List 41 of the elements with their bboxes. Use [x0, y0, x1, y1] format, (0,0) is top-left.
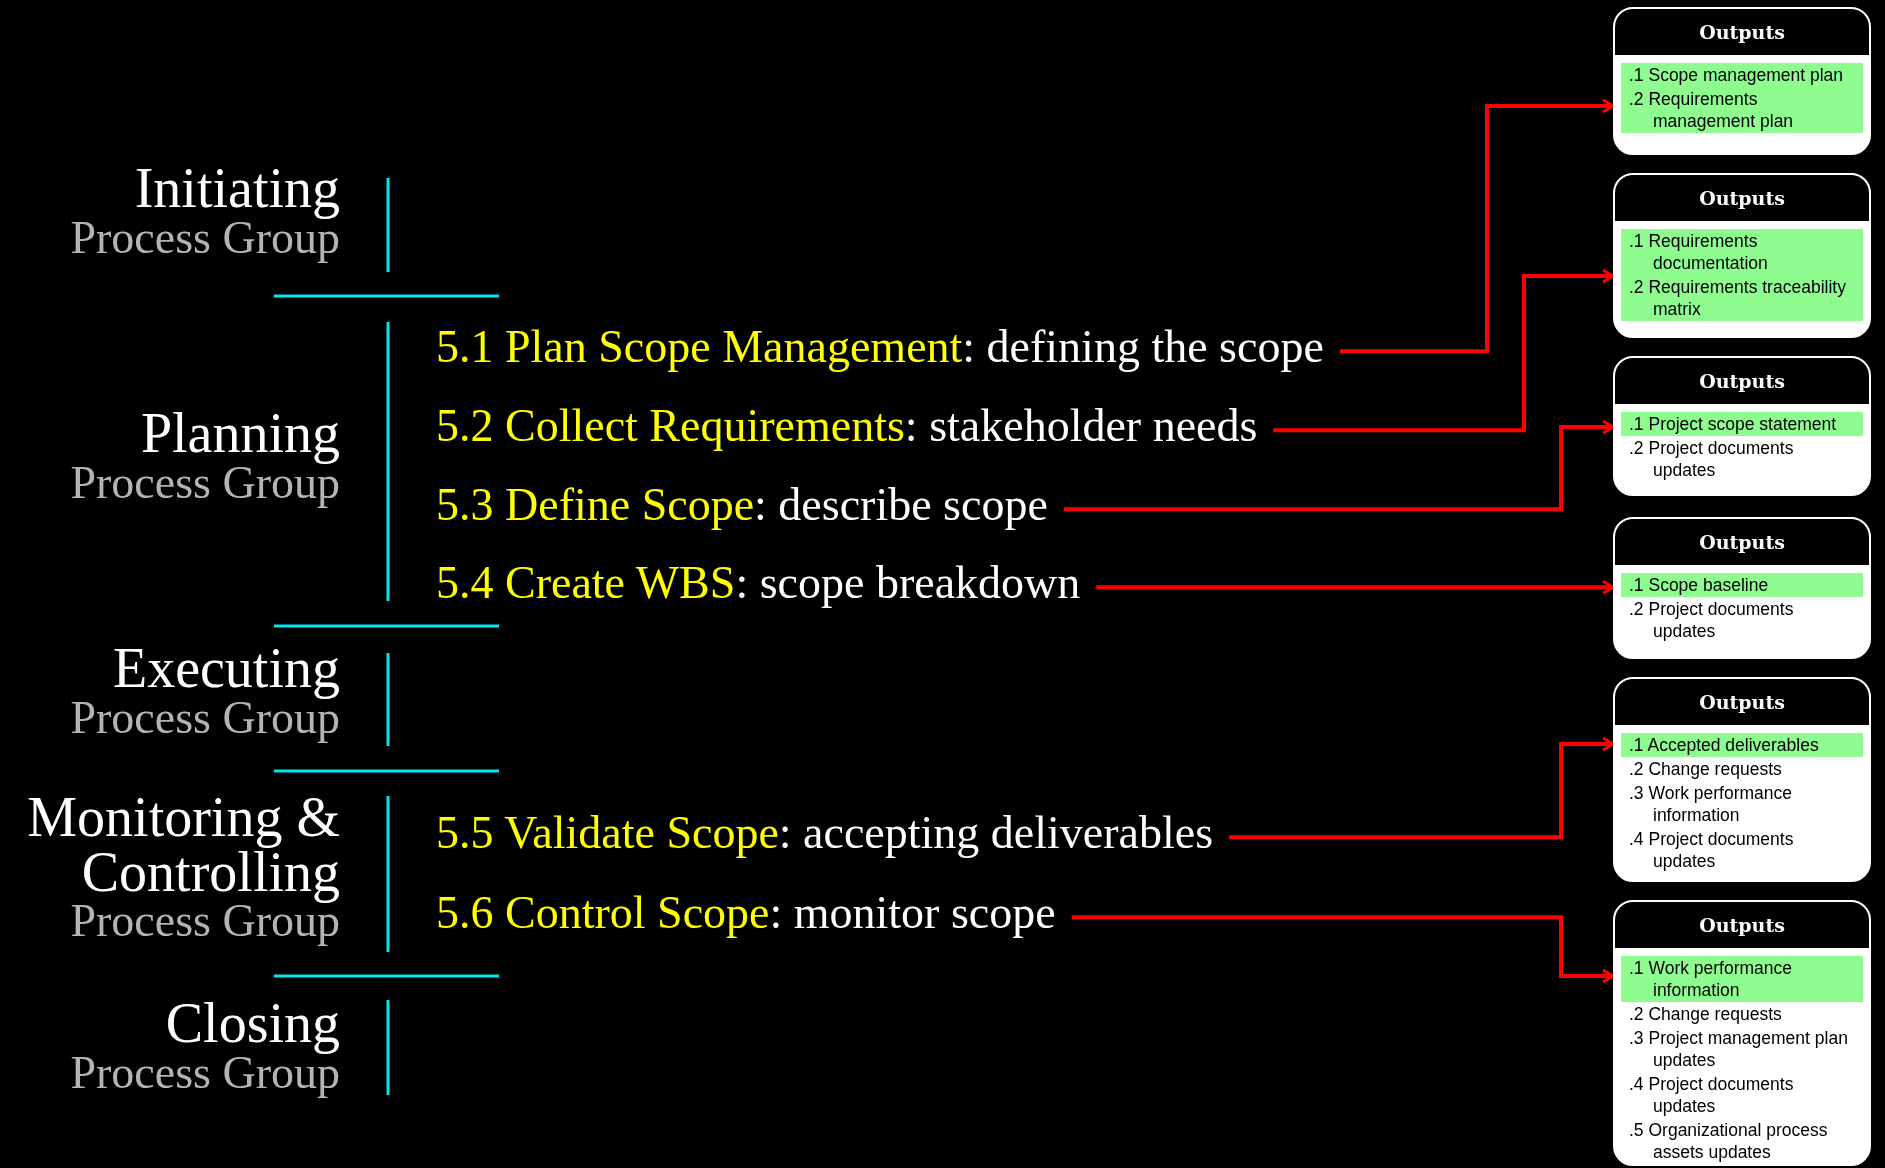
output-item: .4 Project documents updates — [1628, 1073, 1795, 1118]
output-card — [1613, 173, 1871, 338]
card-header: Outputs — [1615, 9, 1869, 55]
highlighted-output-item: .1 Scope baseline — [1621, 573, 1863, 597]
highlighted-output-item: .1 Requirements documentation — [1621, 229, 1863, 275]
arrow — [1063, 419, 1615, 512]
output-item: .4 Project documents updates — [1628, 828, 1795, 873]
arrow — [1229, 736, 1615, 840]
output-card — [1613, 356, 1871, 496]
output-card — [1613, 7, 1871, 155]
arrow — [1339, 98, 1615, 354]
output-item: .2 Change requests — [1628, 1003, 1783, 1026]
process-label: 5.1 Plan Scope Management: defining the scope — [436, 322, 1324, 373]
output-item: .2 Project documents updates — [1628, 437, 1795, 482]
output-item: .3 Work performance information — [1628, 782, 1794, 827]
highlighted-output-item: .2 Requirements traceability matrix — [1621, 275, 1863, 321]
output-item: .2 Project documents updates — [1628, 598, 1795, 643]
highlighted-output-item: .1 Scope management plan — [1621, 63, 1863, 87]
card-header: Outputs — [1615, 175, 1869, 221]
output-card — [1613, 677, 1871, 882]
process-label: 5.2 Collect Requirements: stakeholder needs — [436, 401, 1258, 452]
output-item: .2 Change requests — [1628, 758, 1783, 781]
card-header: Outputs — [1615, 358, 1869, 404]
process-label: 5.6 Control Scope: monitor scope — [436, 888, 1056, 939]
arrow — [1071, 915, 1615, 984]
arrow — [1273, 268, 1615, 433]
output-item: .5 Organizational process assets updates — [1628, 1119, 1829, 1164]
process-label: 5.3 Define Scope: describe scope — [436, 480, 1048, 531]
process-label: 5.4 Create WBS: scope breakdown — [436, 558, 1081, 609]
highlighted-output-item: .2 Requirements management plan — [1621, 87, 1863, 133]
highlighted-output-item: .1 Project scope statement — [1621, 412, 1863, 436]
process-label: 5.5 Validate Scope: accepting deliverables — [436, 808, 1214, 859]
card-header: Outputs — [1615, 902, 1869, 948]
highlighted-output-item: .1 Work performance information — [1621, 956, 1863, 1002]
arrow — [1096, 579, 1615, 595]
card-header: Outputs — [1615, 679, 1869, 725]
highlighted-output-item: .1 Accepted deliverables — [1621, 733, 1863, 757]
output-card — [1613, 517, 1871, 659]
output-card — [1613, 900, 1871, 1166]
card-header: Outputs — [1615, 519, 1869, 565]
output-item: .3 Project management plan updates — [1628, 1027, 1849, 1072]
